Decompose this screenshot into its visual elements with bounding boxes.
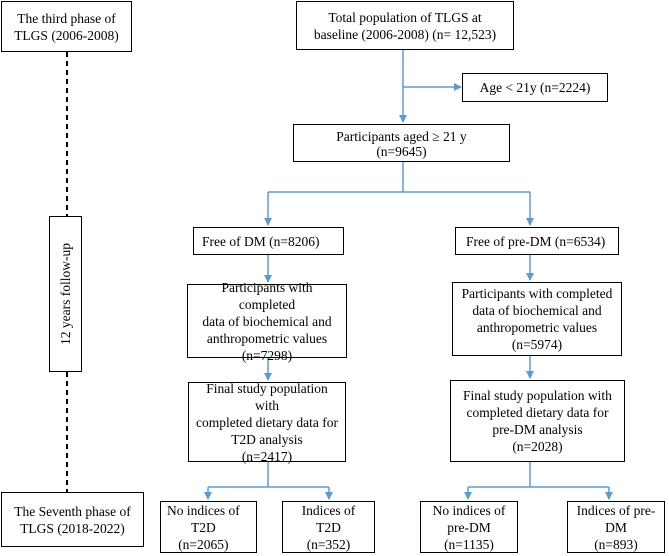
no-t2d-line2: T2D (190, 519, 216, 535)
free-dm-box: Free of DM (n=8206) (193, 227, 344, 255)
complete-data-predm-box: Participants with completed data of bioc… (452, 282, 622, 356)
no-predm-line2: pre-DM (447, 519, 491, 535)
final-dm-line4: (n=2417) (241, 448, 293, 464)
seventh-phase-line1: The Seventh phase of (14, 503, 131, 519)
no-predm-line3: (n=1135) (444, 536, 494, 552)
complete-dm-line1: Participants with completed (221, 279, 313, 312)
third-phase-line1: The third phase of (17, 10, 116, 26)
seventh-phase-box: The Seventh phase of TLGS (2018-2022) (1, 492, 144, 547)
complete-dm-line4: (n=7298) (241, 347, 293, 363)
complete-dm-line3: anthropometric values (206, 330, 328, 346)
complete-data-dm-box: Participants with completed data of bioc… (187, 280, 347, 363)
no-t2d-box: No indices of T2D (n=2065) (160, 501, 257, 553)
total-line1: Total population of TLGS at (328, 9, 482, 25)
predm-line1: Indices of pre- (576, 502, 656, 518)
total-line2: baseline (2006-2008) (n= 12,523) (313, 26, 497, 42)
age-exclusion-label: Age < 21y (n=2224) (479, 80, 591, 95)
followup-box: 12 years follow-up (49, 216, 82, 372)
no-t2d-line3: (n=2065) (178, 536, 229, 552)
final-dm-line1: Final study population with (206, 380, 328, 413)
complete-predm-line3: anthropometric values (476, 320, 598, 335)
no-t2d-line1: No indices of (167, 502, 240, 518)
t2d-line1: Indices of (301, 502, 356, 518)
final-predm-line3: pre-DM analysis (492, 422, 583, 437)
complete-predm-line2: data of biochemical and (472, 303, 602, 318)
predm-line2: DM (605, 519, 627, 535)
aged21-line1: Participants aged ≥ 21 y (336, 129, 467, 144)
final-predm-box: Final study population with completed di… (450, 380, 625, 462)
t2d-box: Indices of T2D (n=352) (282, 501, 375, 553)
no-predm-box: No indices of pre-DM (n=1135) (420, 501, 518, 553)
aged21-box: Participants aged ≥ 21 y (n=9645) (293, 124, 510, 162)
final-dm-line3: T2D analysis (231, 431, 303, 447)
third-phase-line2: TLGS (2006-2008) (14, 27, 119, 43)
final-predm-line1: Final study population with (463, 388, 612, 403)
aged21-line2: (n=9645) (376, 144, 427, 159)
followup-label: 12 years follow-up (57, 243, 73, 345)
predm-box: Indices of pre- DM (n=893) (567, 501, 665, 553)
free-dm-label: Free of DM (n=8206) (202, 233, 320, 249)
complete-predm-line4: (n=5974) (511, 337, 563, 352)
t2d-line3: (n=352) (306, 536, 351, 552)
age-exclusion-box: Age < 21y (n=2224) (462, 73, 608, 102)
seventh-phase-line2: TLGS (2018-2022) (20, 520, 125, 536)
final-predm-line2: completed dietary data for (466, 405, 609, 420)
third-phase-box: The third phase of TLGS (2006-2008) (1, 1, 132, 52)
no-predm-line1: No indices of (432, 502, 506, 518)
final-dm-line2: completed dietary data for (195, 414, 339, 430)
free-predm-box: Free of pre-DM (n=6534) (455, 227, 619, 255)
final-predm-line4: (n=2028) (512, 439, 563, 454)
final-dm-box: Final study population with completed di… (188, 380, 346, 464)
free-predm-label: Free of pre-DM (n=6534) (466, 233, 606, 249)
t2d-line2: T2D (316, 519, 341, 535)
total-population-box: Total population of TLGS at baseline (20… (296, 1, 514, 50)
complete-dm-line2: data of biochemical and (202, 313, 332, 329)
complete-predm-line1: Participants with completed (461, 286, 613, 301)
predm-line3: (n=893) (594, 536, 638, 552)
